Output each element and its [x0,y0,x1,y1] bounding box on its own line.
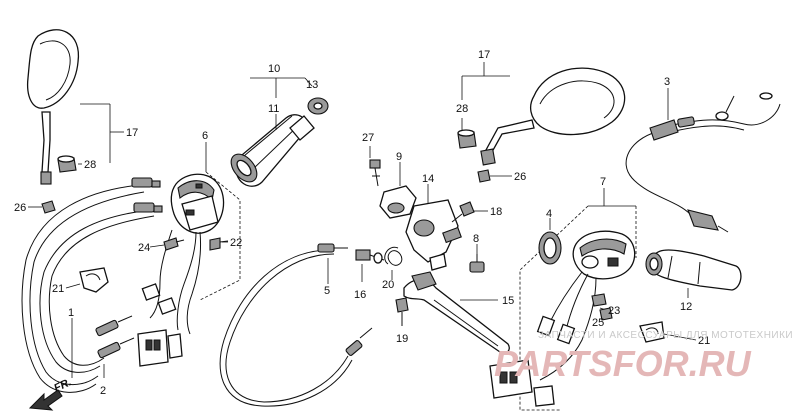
callout-17-right: 17 [478,49,490,61]
callout-labels: 1 2 3 4 5 6 7 8 9 10 11 12 13 14 15 16 1… [14,49,710,397]
throttle-grip-12 [645,249,742,291]
screw-24 [163,237,185,251]
bolt-27 [369,159,381,187]
screw-19 [395,297,409,326]
callout-11: 11 [268,103,279,115]
callout-1: 1 [68,307,74,319]
callout-28-right: 28 [456,103,468,115]
front-direction-arrow: FR. [28,376,73,411]
callout-4: 4 [546,208,552,220]
left-mirror [26,29,79,185]
callout-5: 5 [324,285,330,297]
watermark: ЗАПЧАСТИ И АКСЕССУАРЫ ДЛЯ МОТОТЕХНИКИ PA… [494,330,793,384]
callout-7: 7 [600,176,606,188]
right-mirror [480,67,626,166]
callout-3: 3 [664,76,670,88]
lever-bracket-14 [405,199,462,271]
pin-8 [469,254,485,273]
left-grip [230,114,315,187]
callout-18: 18 [490,206,502,218]
callout-19: 19 [396,333,408,345]
callout-27: 27 [362,132,374,144]
clutch-cables [21,177,163,393]
mirror-nut-28-left [57,155,77,173]
screw-23 [591,293,607,307]
callout-26-left: 26 [14,202,26,214]
callout-8: 8 [473,233,479,245]
spring-20 [384,246,403,266]
cable-clamp-21-right [639,321,665,343]
callout-23: 23 [608,305,620,317]
grip-end-weight-13 [307,97,329,115]
callout-22: 22 [230,237,242,249]
screw-25 [599,307,613,321]
callout-17-left: 17 [126,127,138,139]
left-handlebar-switch [137,142,241,367]
cable-clamp-21-left [79,267,109,293]
watermark-caption: ЗАПЧАСТИ И АКСЕССУАРЫ ДЛЯ МОТОТЕХНИКИ [538,330,793,341]
pivot-bolt-16 [355,249,385,264]
bolt-18 [451,201,475,223]
callout-9: 9 [396,151,402,163]
callout-13: 13 [306,79,318,91]
screw-22 [209,237,229,251]
callout-25: 25 [592,317,604,329]
lever-bracket-holder-9 [379,185,417,219]
callout-2: 2 [100,385,106,397]
throttle-cable-5 [219,243,373,407]
washer-26-right [477,169,491,183]
callout-10: 10 [268,63,280,75]
callout-16: 16 [354,289,366,301]
callout-12: 12 [680,301,692,313]
mirror-nut-28-right [457,129,477,149]
washer-26-left [41,200,56,214]
callout-20: 20 [382,279,394,291]
throttle-cable-3 [625,92,781,233]
callout-14: 14 [422,173,434,185]
callout-26-right: 26 [514,171,526,183]
clutch-lever-15 [403,271,510,354]
callout-21-left: 21 [52,283,64,295]
callout-6: 6 [202,130,208,142]
watermark-logo: PARTSFOR.RU [494,343,752,384]
callout-21-right: 21 [698,335,710,347]
collar-4 [538,231,562,265]
callout-28-left: 28 [84,159,96,171]
callout-24: 24 [138,242,150,254]
callout-15: 15 [502,295,514,307]
